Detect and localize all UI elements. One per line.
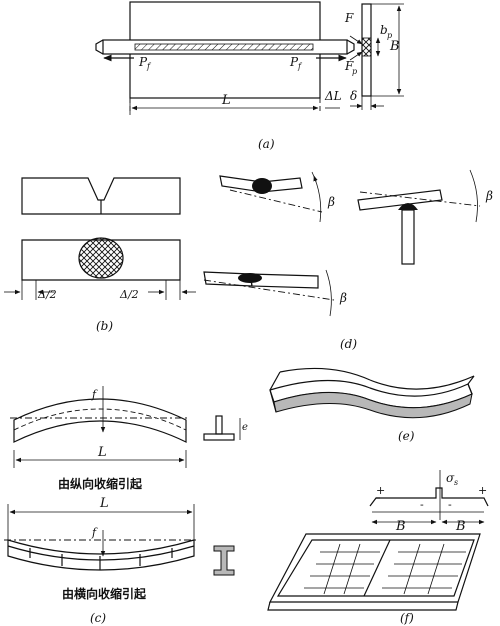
- d3-weld: [238, 273, 262, 283]
- upper-curved-beam: [13, 398, 187, 443]
- label-minus-right: -: [448, 498, 452, 511]
- weld-nugget: [78, 237, 124, 279]
- caption-a: (a): [258, 137, 275, 151]
- t-section-flange: [203, 433, 235, 441]
- label-beta-1: β: [327, 195, 335, 209]
- label-bp: b: [380, 23, 388, 37]
- panel-c: f L 由纵向收缩引起 e f L 由横向收缩引起 (c): [4, 386, 248, 625]
- panel-f: + + - - σ s B B (f): [267, 470, 489, 625]
- label-delta: δ: [350, 89, 357, 103]
- caption-transverse: 由横向收缩引起: [62, 586, 147, 601]
- label-B-right-f: B: [455, 519, 466, 534]
- svg-text:p: p: [352, 67, 357, 76]
- label-f-lower: f: [91, 526, 98, 539]
- upper-joint: [21, 177, 181, 215]
- stiffeners: [29, 548, 173, 570]
- label-sigma: σ: [446, 471, 455, 485]
- d2-flange: [357, 189, 443, 211]
- caption-c: (c): [90, 611, 106, 625]
- d2-weld: [398, 203, 418, 210]
- label-B-a: B: [389, 39, 400, 54]
- label-pf-left: P: [138, 55, 148, 69]
- buckling-pattern: [304, 543, 466, 595]
- label-e: e: [242, 422, 248, 433]
- d2-web: [401, 209, 415, 265]
- caption-f: (f): [400, 611, 414, 625]
- label-pf-right: P: [289, 55, 299, 69]
- label-half-delta-left: Δ/2: [37, 288, 57, 301]
- lower-curved-beam: [7, 539, 195, 571]
- svg-text:p: p: [387, 31, 392, 40]
- caption-d: (d): [340, 337, 357, 351]
- weld-bead: [134, 43, 314, 51]
- svg-text:f: f: [297, 62, 303, 71]
- caption-b: (b): [96, 319, 113, 333]
- caption-longitudinal: 由纵向收缩引起: [58, 476, 143, 491]
- i-section: [213, 545, 235, 576]
- section-weld: [361, 37, 372, 57]
- panel-a: P f P f L ΔL F F p b p B δ (a): [95, 1, 404, 151]
- label-B-left-f: B: [395, 519, 406, 534]
- label-minus-left: -: [420, 498, 424, 511]
- label-L-c-lower: L: [99, 496, 109, 511]
- panel-e: (e): [269, 367, 475, 443]
- caption-e: (e): [398, 429, 415, 443]
- label-plus-right: +: [478, 484, 487, 497]
- panel-b: Δ/2 Δ/2 (b): [4, 177, 196, 333]
- label-L-c-upper: L: [97, 445, 107, 460]
- label-F: F: [344, 11, 354, 25]
- d1-weld: [252, 178, 272, 194]
- label-L-a: L: [221, 93, 231, 108]
- t-section-web: [215, 415, 223, 435]
- label-f-upper: f: [91, 388, 98, 401]
- stiffened-panel: [269, 533, 481, 603]
- label-plus-left: +: [376, 484, 385, 497]
- svg-text:s: s: [454, 478, 458, 487]
- label-delta-L: ΔL: [324, 89, 342, 103]
- svg-text:f: f: [146, 62, 152, 71]
- stress-distribution: [376, 487, 489, 507]
- panel-d: β β β (d): [203, 169, 493, 351]
- twisted-beam-web: [273, 392, 473, 419]
- label-beta-2: β: [485, 189, 493, 203]
- label-Fp: F: [344, 59, 354, 73]
- label-beta-3: β: [339, 291, 347, 305]
- label-half-delta-right: Δ/2: [119, 288, 139, 301]
